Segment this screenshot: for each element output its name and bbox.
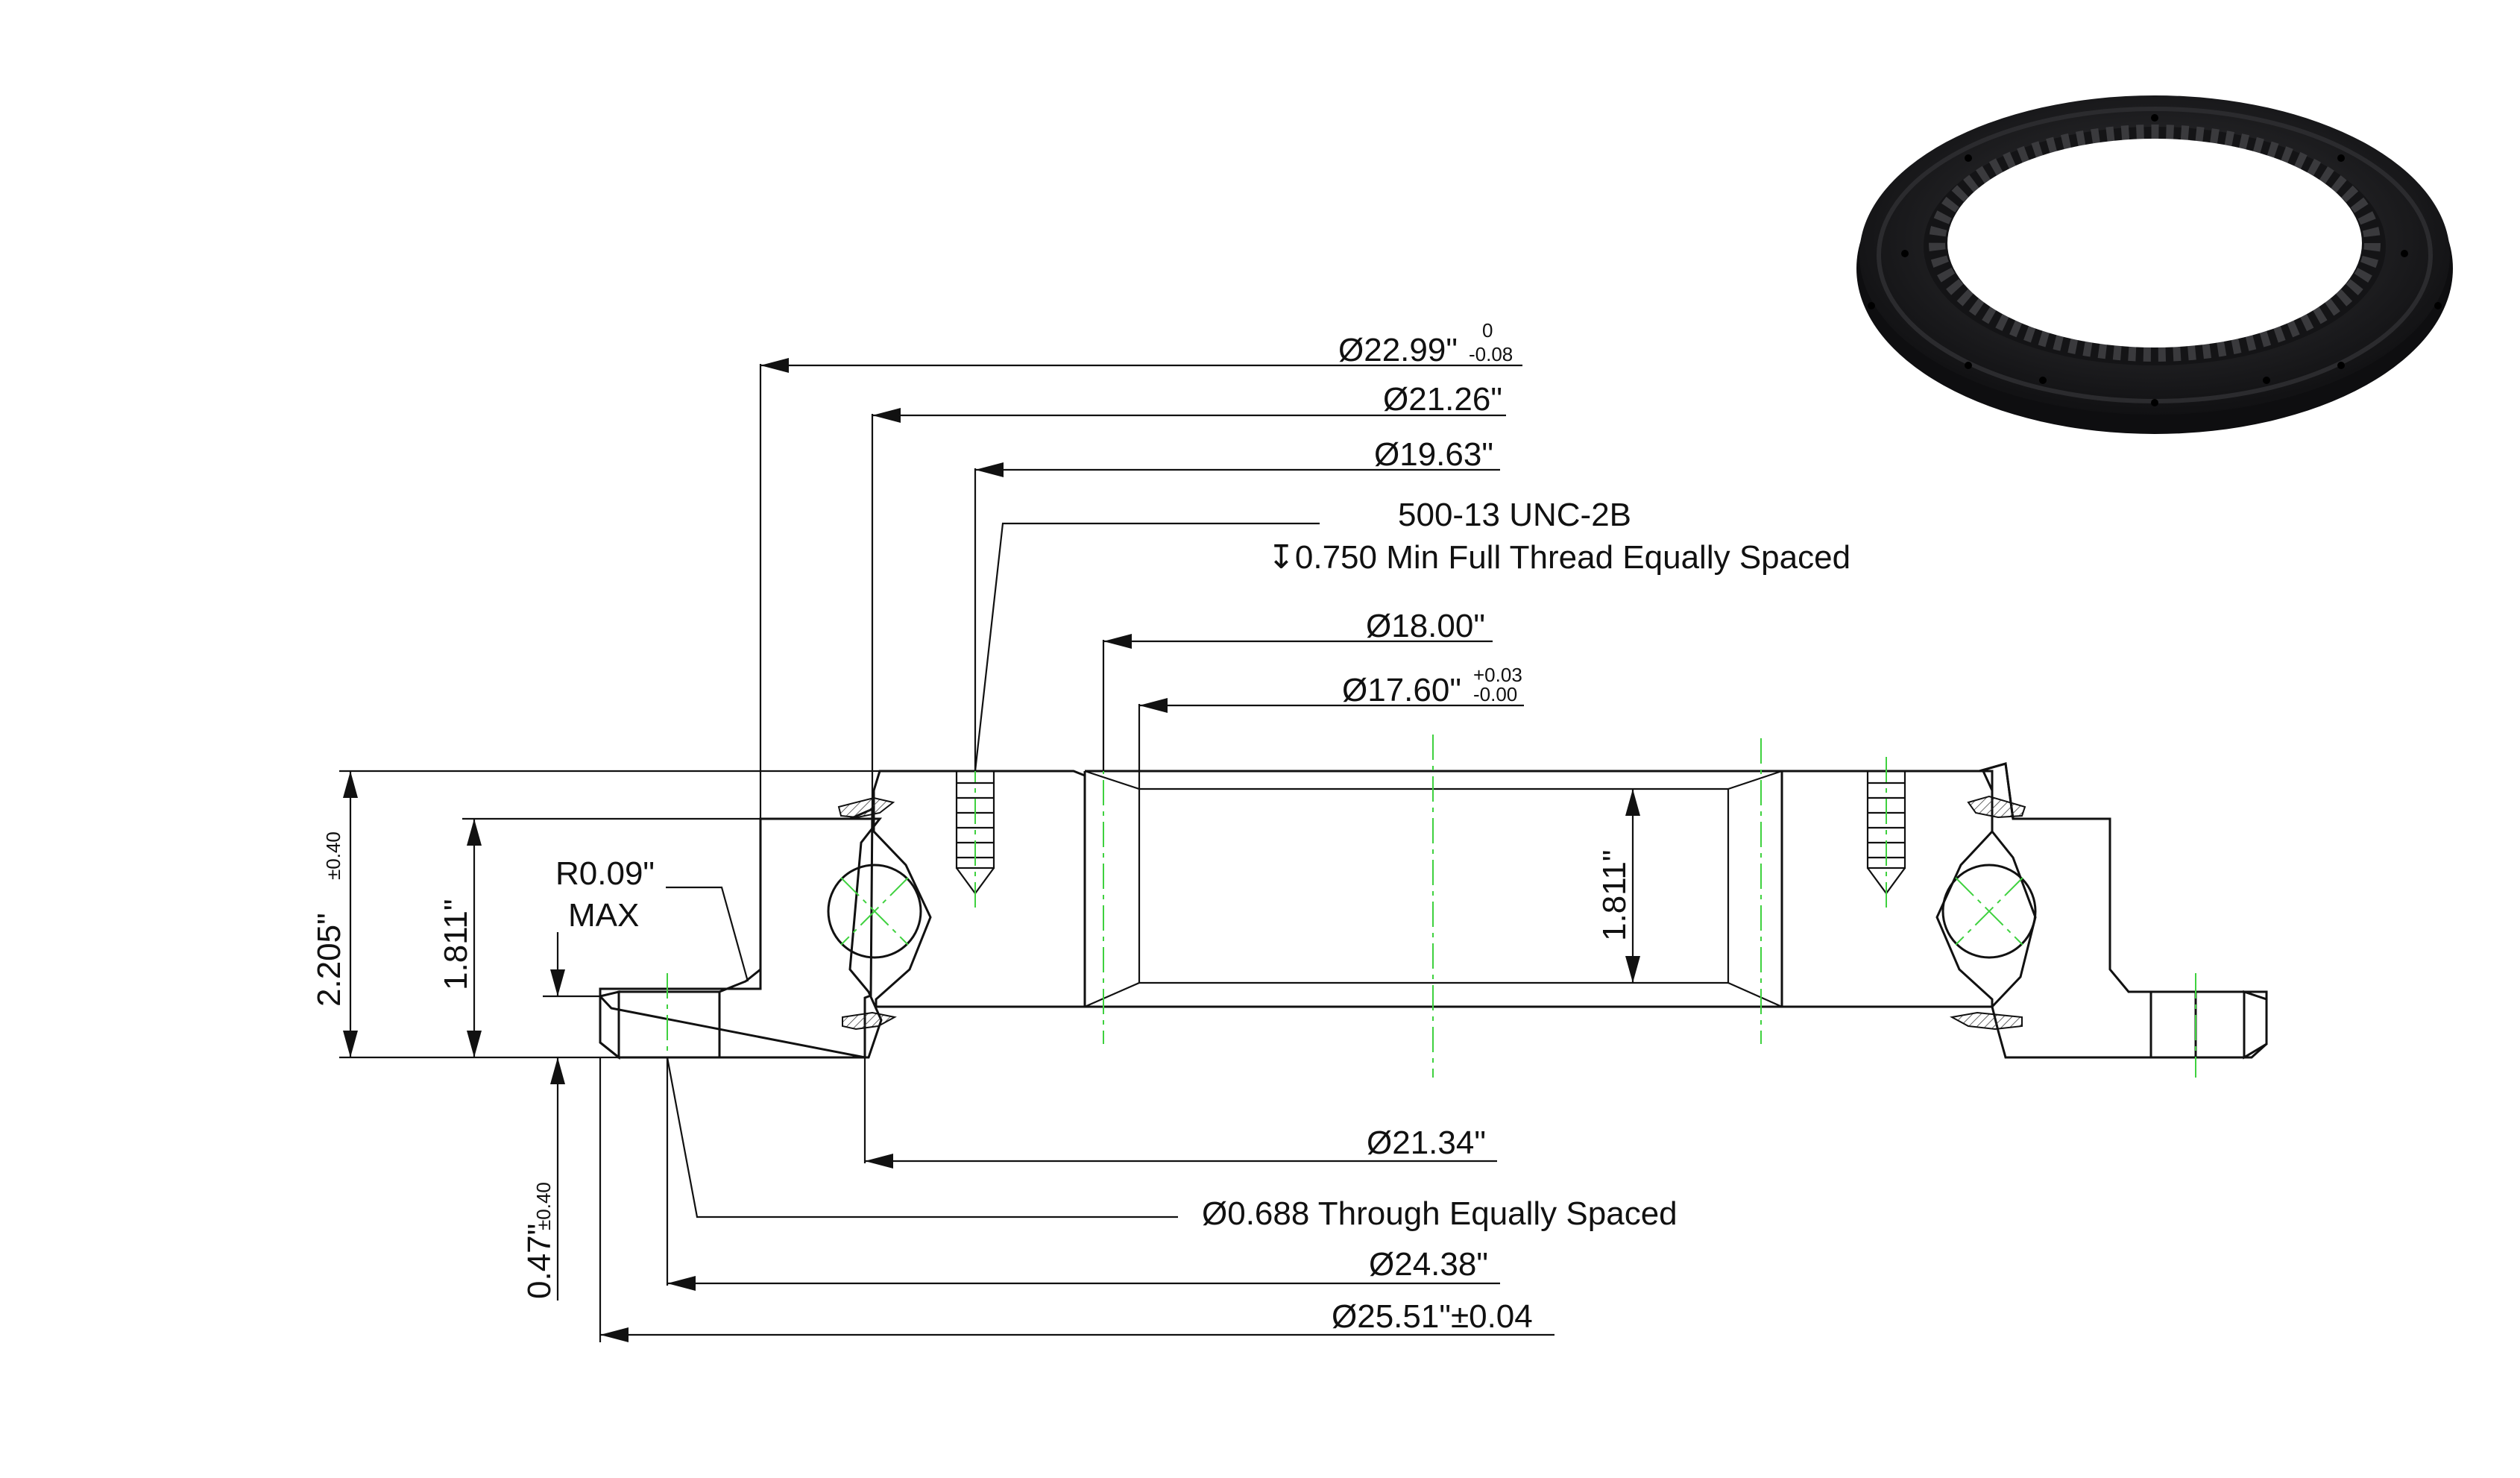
dim-19-63: Ø19.63" xyxy=(1374,436,1493,473)
thread-depth-note: ↧0.750 Min Full Thread Equally Spaced xyxy=(1267,539,1850,576)
hole-note: Ø0.688 Through Equally Spaced xyxy=(1202,1195,1678,1232)
dim-22-99-tol-lower: -0.08 xyxy=(1469,343,1513,365)
height-inner-center: 1.811" xyxy=(1596,850,1633,941)
flange-thickness-tol: ±0.40 xyxy=(532,1182,555,1230)
dim-18-00: Ø18.00" xyxy=(1366,608,1485,644)
radius-note: R0.09" xyxy=(555,855,655,892)
height-inner-left: 1.811" xyxy=(438,899,474,990)
dim-22-99: Ø22.99" xyxy=(1338,332,1458,368)
flange-thickness: 0.47" xyxy=(521,1224,558,1299)
dim-24-38: Ø24.38" xyxy=(1369,1246,1488,1283)
radius-max: MAX xyxy=(568,897,639,934)
dim-17-60: Ø17.60" xyxy=(1342,672,1461,708)
dim-25-51: Ø25.51"±0.04 xyxy=(1332,1298,1533,1335)
dim-17-60-tol-upper: +0.03 xyxy=(1473,664,1522,686)
height-total-tol: ±0.40 xyxy=(322,831,344,880)
dimension-texts: Ø22.99" 0 -0.08 Ø21.26" Ø19.63" 500-13 U… xyxy=(311,319,1850,1335)
slewing-ring-photo xyxy=(1856,95,2453,434)
thread-spec: 500-13 UNC-2B xyxy=(1398,497,1631,533)
dim-22-99-tol-upper: 0 xyxy=(1482,319,1493,342)
dim-21-26: Ø21.26" xyxy=(1383,381,1502,418)
cross-section xyxy=(599,735,2268,1078)
dim-21-34: Ø21.34" xyxy=(1367,1125,1486,1161)
dimension-lines xyxy=(339,358,1640,1342)
height-total: 2.205" xyxy=(311,913,347,1007)
dim-17-60-tol-lower: -0.00 xyxy=(1473,683,1517,705)
